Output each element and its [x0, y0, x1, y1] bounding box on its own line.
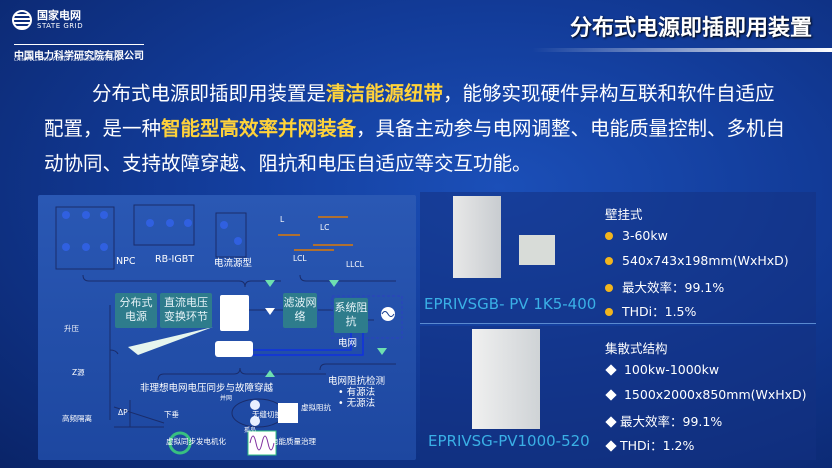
product-card-wall: 壁挂式 3-60kw 540x743x198mm(WxHxD) 最大效率：99.… — [420, 192, 816, 324]
filter-lcl: LCL — [293, 254, 307, 263]
spec-thdi: THDi：1.2% — [620, 438, 695, 453]
logo-en: STATE GRID — [37, 22, 84, 30]
cabinet-inverter-image — [472, 329, 540, 429]
spec-thdi: THDi：1.5% — [622, 304, 697, 319]
intro-text: 分布式电源即插即用装置是 — [92, 82, 327, 105]
topology-csi: 电流源型 — [214, 258, 253, 269]
intro-text: ，具备主动参与电网调整、电能质量控制、多机自动协同、支持故障穿越、阻抗和电压自适… — [44, 117, 786, 175]
product-model: EPRIVSG-PV1000-520 — [428, 432, 590, 450]
filter-l: L — [280, 215, 285, 224]
seamless-switch-label: 无缝切换 — [252, 410, 282, 419]
method-passive: 无源法 — [346, 398, 376, 409]
state-grid-logo: 国家电网 STATE GRID — [12, 10, 83, 30]
combiner-box-image — [519, 235, 555, 265]
topology-npc: NPC — [116, 256, 136, 267]
spec-power: 100kw-1000kw — [623, 362, 720, 377]
island-label: 孤岛 — [244, 427, 257, 434]
intro-paragraph: 分布式电源即插即用装置是清洁能源纽带，能够实现硬件异构互联和软件自适应配置，是一… — [44, 76, 794, 181]
spec-power: 3-60kw — [622, 228, 668, 243]
diamond-bullet-icon — [605, 440, 617, 452]
institute-name: 中国电力科学研究院有限公司 — [14, 44, 144, 62]
block-source: 分布式电源 — [115, 293, 157, 328]
wall-inverter-image — [453, 196, 501, 278]
grid-impedance-detect: 电网阻抗检测 — [328, 376, 386, 387]
spec-efficiency: 最大效率：99.1% — [622, 280, 725, 295]
block-filter: 滤波网络 — [283, 293, 317, 328]
grid-tied-label: 并网 — [220, 395, 233, 402]
grid-label: 电网 — [338, 338, 358, 349]
intro-text: ，能够实现硬件异构互联和软件自适应配置，是一种 — [44, 82, 775, 140]
dc-z-source: Z源 — [72, 368, 85, 377]
power-quality-label: 电能质量治理 — [271, 437, 316, 446]
controller-block — [215, 341, 253, 357]
diamond-bullet-icon — [605, 389, 617, 401]
globe-icon — [12, 10, 32, 30]
spec-size: 540x743x198mm(WxHxD) — [622, 253, 789, 268]
intro-highlight: 清洁能源纽带 — [326, 82, 444, 105]
product-card-cabinet: 集散式结构 100kw-1000kw 1500x2000x850mm(WxHxD… — [420, 326, 816, 460]
intro-highlight: 智能型高效率并网装备 — [161, 117, 357, 140]
filter-llcl: LLCL — [346, 260, 364, 269]
circle-bullet-icon — [605, 232, 613, 240]
logo-cn: 国家电网 — [37, 9, 81, 22]
institute-name-en: CHINA ELECTRIC POWER RESEARCH INSTITUTE — [14, 57, 120, 62]
delta-p-label: ΔP — [118, 408, 128, 417]
igbt-inverter-icon — [220, 295, 249, 331]
diagram-lines — [55, 204, 403, 456]
product-type: 集散式结构 — [605, 341, 668, 356]
page-title: 分布式电源即插即用装置 — [569, 16, 812, 41]
circle-bullet-icon — [605, 284, 613, 292]
product-type: 壁挂式 — [605, 207, 643, 222]
diamond-bullet-icon — [605, 364, 617, 376]
vsg-label: 虚拟同步发电机化 — [166, 437, 226, 446]
droop-label: 下垂 — [164, 410, 179, 419]
method-active: 有源法 — [346, 387, 376, 398]
block-dcdc: 直流电压变换环节 — [160, 293, 212, 328]
product-model: EPRIVSGB- PV 1K5-400 — [424, 295, 597, 313]
spec-size: 1500x2000x850mm(WxHxD) — [623, 387, 807, 402]
product-panel: 壁挂式 3-60kw 540x743x198mm(WxHxD) 最大效率：99.… — [420, 192, 816, 460]
filter-lc: LC — [320, 223, 330, 232]
virtual-impedance-label: 虚拟阻抗 — [301, 403, 331, 412]
block-impedance: 系统阻抗 — [334, 298, 368, 333]
circle-bullet-icon — [605, 257, 613, 265]
dc-boost: 升压 — [64, 324, 79, 333]
topology-rb-igbt: RB-IGBT — [155, 254, 195, 265]
circle-bullet-icon — [605, 308, 613, 316]
system-diagram: 分布式电源 直流电压变换环节 滤波网络 系统阻抗 NPC RB-IGBT 电流源… — [38, 195, 416, 460]
title-underline — [532, 48, 832, 52]
spec-efficiency: 最大效率：99.1% — [620, 414, 723, 429]
diamond-bullet-icon — [605, 416, 617, 428]
dc-hf-isolation: 高频隔离 — [62, 414, 92, 423]
ride-through-title: 非理想电网电压同步与故障穿越 — [140, 383, 274, 394]
